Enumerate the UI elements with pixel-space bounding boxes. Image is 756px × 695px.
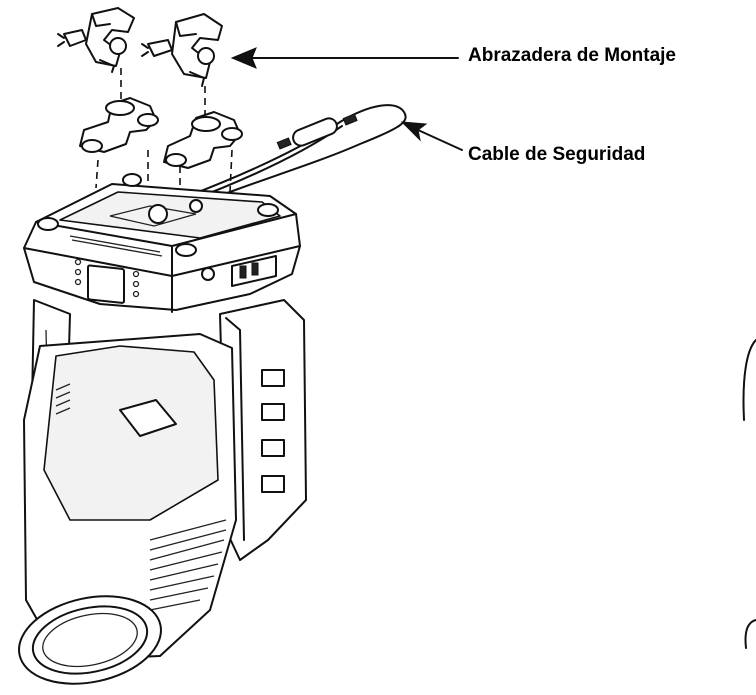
mounting-clamp-left	[58, 8, 134, 72]
mounting-clamp-right	[142, 14, 222, 86]
fixture-base	[24, 174, 300, 312]
arrow-mounting-clamp	[232, 48, 458, 68]
omega-bracket-right	[164, 112, 242, 168]
arrow-safety-cable	[402, 122, 462, 150]
mounting-clamp-label: Abrazadera de Montaje	[468, 45, 676, 67]
second-view-fragment	[744, 340, 756, 648]
safety-cable-label: Cable de Seguridad	[468, 144, 645, 166]
omega-bracket-left	[80, 98, 158, 152]
